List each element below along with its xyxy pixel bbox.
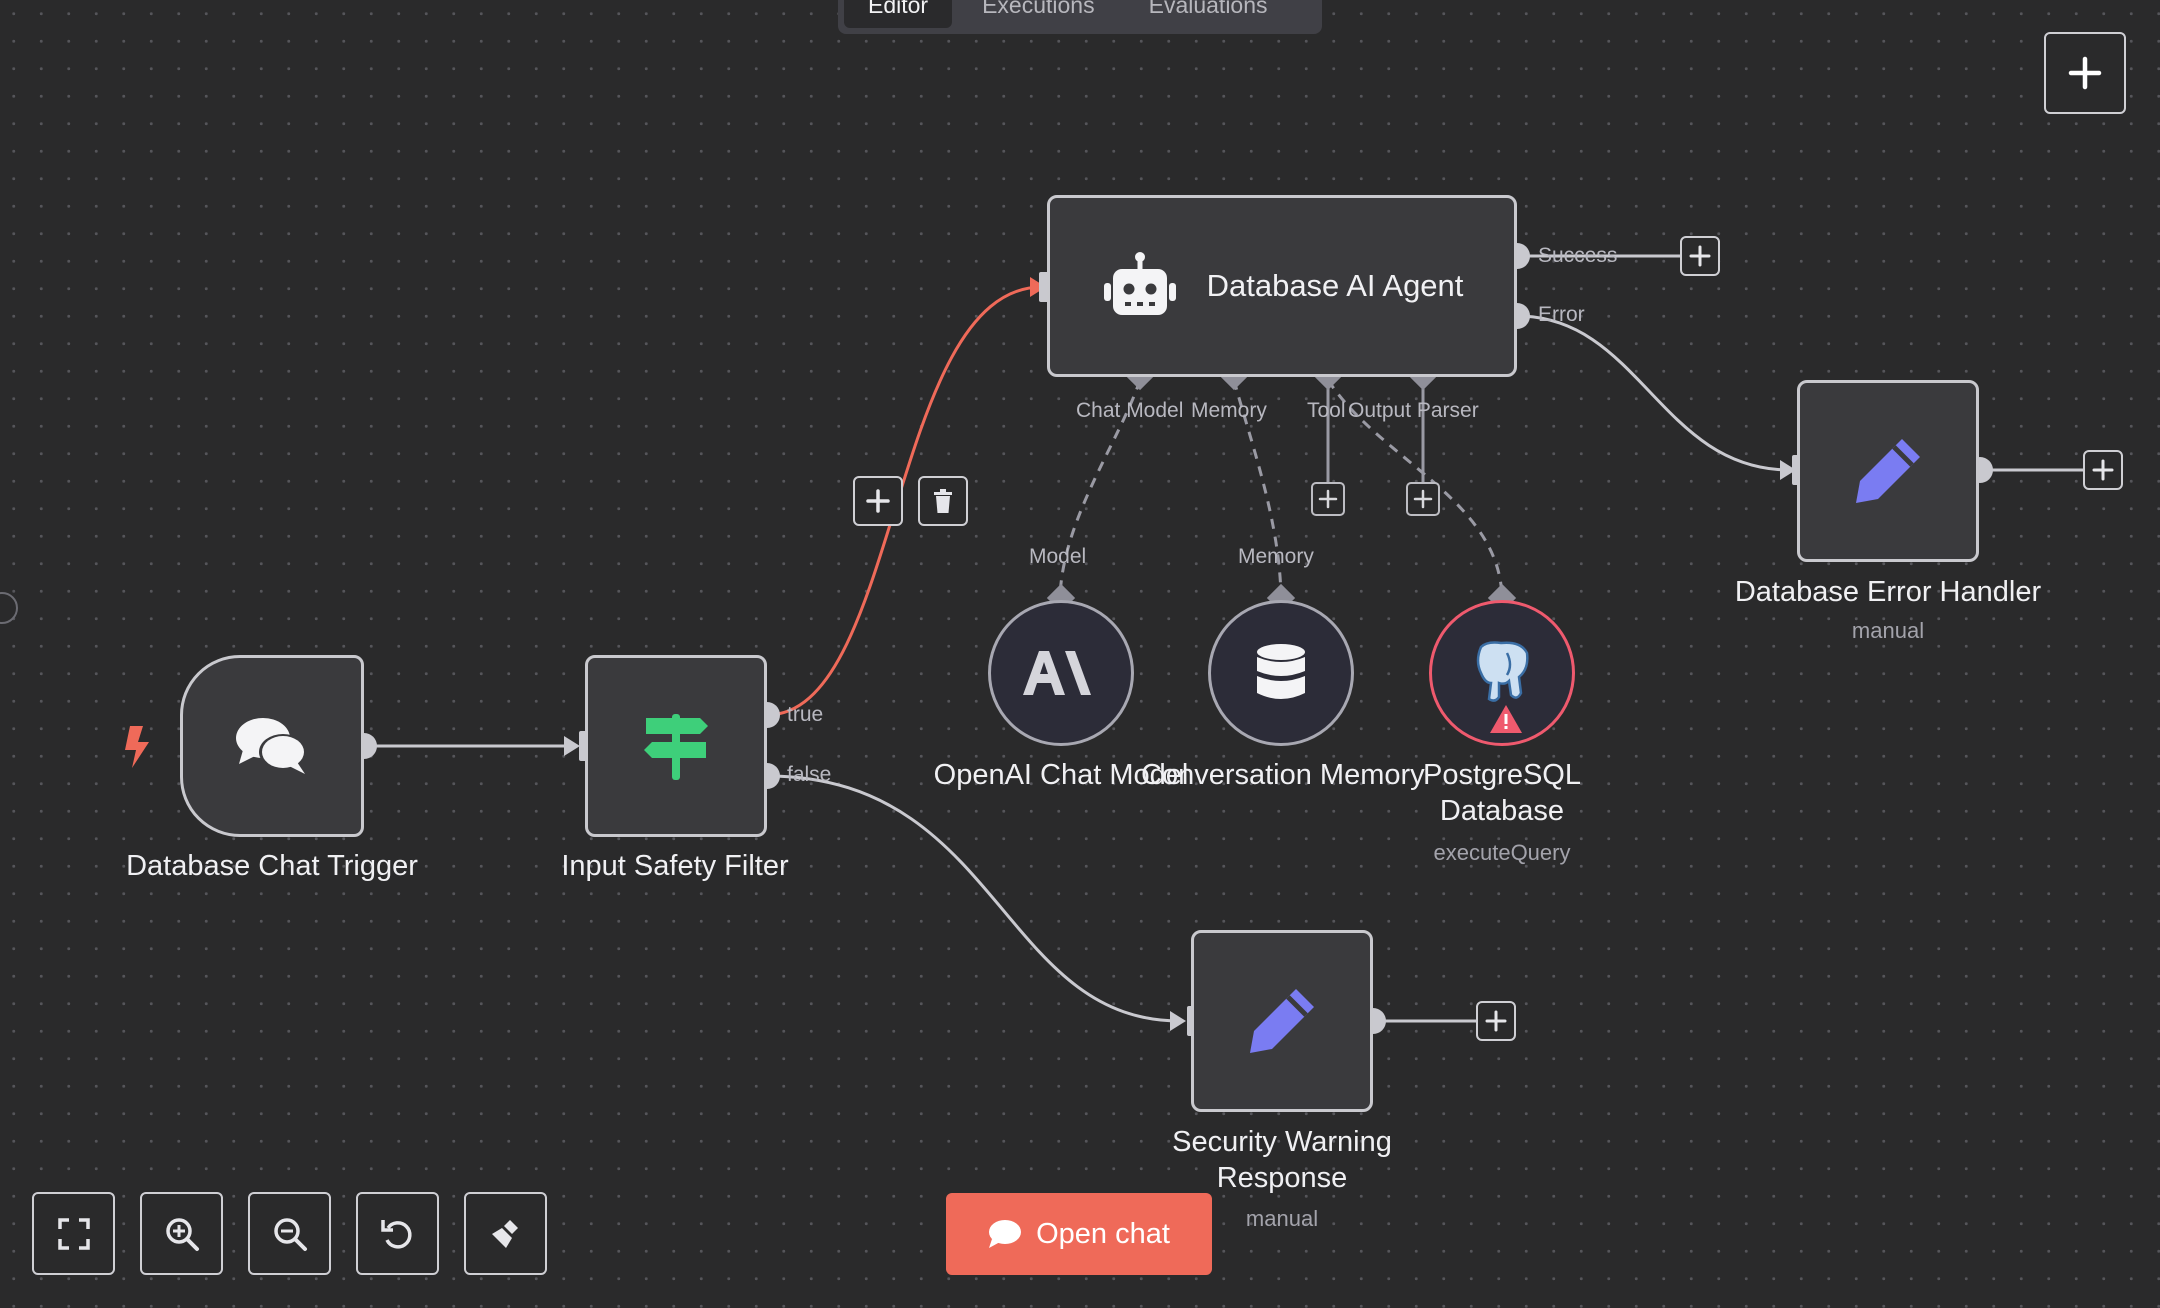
agent-success-add-button[interactable] [1680,236,1720,276]
database-stack-icon [1257,644,1305,699]
plus-icon [1318,489,1338,509]
node-title-security-warning: Security Warning Response [1172,1126,1392,1194]
node-database-error-handler[interactable] [1797,380,1979,562]
fit-view-button[interactable] [32,1192,115,1275]
postgres-elephant-icon [1476,641,1529,702]
chat-bubble-icon [989,1220,1022,1248]
port-label-memory-sub: Memory [1238,545,1314,568]
zoom-out-button[interactable] [248,1192,331,1275]
plus-icon [1689,245,1711,267]
node-title-openai: OpenAI Chat Model [933,759,1189,791]
port-label-output-parser: Output Parser [1348,399,1479,422]
anthropic-logo-icon [1023,651,1091,695]
tab-executions[interactable]: Executions [982,0,1095,18]
edge-filter-false-to-security [766,774,1181,1023]
node-title-safety-filter: Input Safety Filter [561,850,789,882]
warning-triangle-icon [1490,705,1522,733]
trigger-lightning-icon [125,726,149,768]
tab-evaluations[interactable]: Evaluations [1148,0,1268,18]
view-tabs: Editor Executions Evaluations [838,0,1322,34]
zoom-in-button[interactable] [140,1192,223,1275]
port-label-memory: Memory [1191,399,1267,422]
output-parser-add-button[interactable] [1406,482,1440,516]
edge-agent-error-to-handler [1516,314,1791,472]
open-chat-label: Open chat [1036,1217,1170,1250]
reset-zoom-icon [380,1219,412,1249]
tool-add-button[interactable] [1311,482,1345,516]
node-security-warning-response[interactable] [1191,930,1373,1112]
port-label-model: Model [1029,545,1087,568]
zoom-in-icon [165,1217,199,1251]
trash-icon [934,489,952,513]
port-label-tool: Tool [1307,399,1346,422]
node-title-ai-agent: Database AI Agent [1206,268,1464,303]
plus-icon [1485,1010,1507,1032]
plus-icon [2092,459,2114,481]
node-subtitle-security-warning: manual [1245,1206,1319,1231]
add-node-button[interactable] [2044,32,2126,114]
fit-view-icon [57,1217,90,1250]
tidy-up-button[interactable] [464,1192,547,1275]
node-input-safety-filter[interactable] [585,655,767,837]
node-title-chat-trigger: Database Chat Trigger [126,850,418,882]
error-handler-add-button[interactable] [2083,450,2123,490]
plus-icon [2068,56,2102,90]
edge-add-node-button[interactable] [853,476,903,526]
port-label-true: true [787,703,824,726]
port-label-error: Error [1538,303,1585,326]
security-warning-add-button[interactable] [1476,1001,1516,1041]
edge-memory [1232,379,1283,599]
port-label-success: Success [1538,244,1618,267]
robot-icon [1103,252,1176,315]
canvas-controls [32,1192,547,1275]
node-conversation-memory[interactable] [1208,600,1354,746]
pencil-icon [1250,989,1314,1053]
reset-zoom-button[interactable] [356,1192,439,1275]
node-database-chat-trigger[interactable] [180,655,364,837]
pencil-icon [1856,439,1920,503]
plus-icon [1413,489,1433,509]
edge-delete-button[interactable] [918,476,968,526]
node-title-memory: Conversation Memory [1141,759,1425,791]
port-label-false: false [787,763,832,786]
edge-chat-model [1058,379,1142,599]
node-database-ai-agent[interactable]: Database AI Agent [1047,195,1517,377]
tidy-up-icon [491,1219,518,1248]
node-title-postgres: PostgreSQL Database [1423,759,1581,827]
node-openai-chat-model[interactable] [988,600,1134,746]
node-subtitle-error-handler: manual [1851,618,1925,643]
zoom-out-icon [273,1217,307,1251]
node-subtitle-postgres: executeQuery [1433,840,1571,865]
open-chat-button[interactable]: Open chat [946,1193,1212,1275]
signpost-icon [644,714,708,780]
node-title-error-handler: Database Error Handler [1734,576,2042,608]
chat-bubbles-icon [236,718,307,774]
port-label-chat-model: Chat Model [1076,399,1184,422]
plus-icon [866,489,890,513]
node-postgresql-database[interactable] [1429,600,1575,746]
tab-editor[interactable]: Editor [844,0,953,28]
